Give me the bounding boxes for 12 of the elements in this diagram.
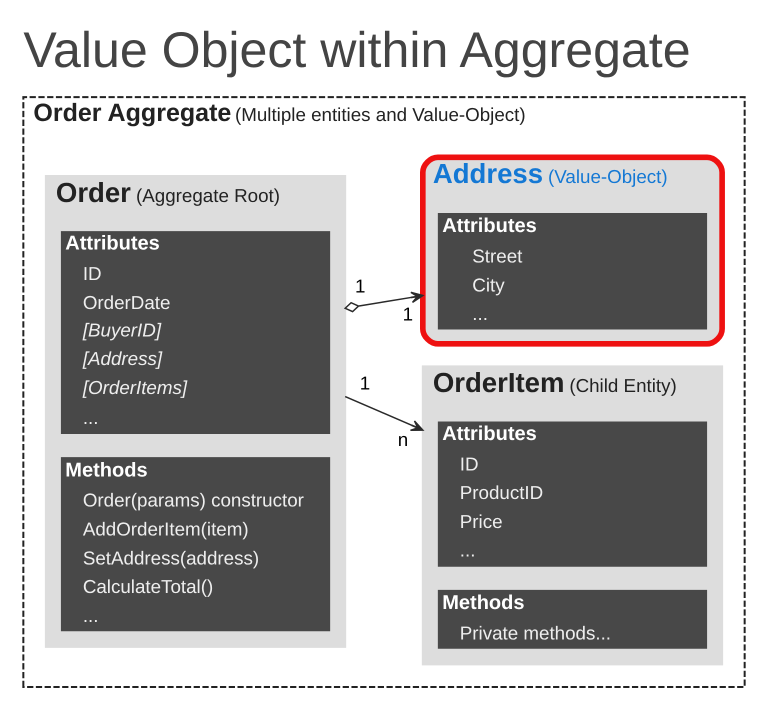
diagram-title: Value Object within Aggregate [23, 22, 691, 78]
node-box: Attributes ID ProductID Price ... [438, 422, 708, 567]
node-box: Attributes Street City ... [438, 212, 708, 330]
label: 1 [360, 372, 370, 394]
label: 1 [402, 303, 414, 324]
node-box: Methods Order(params) constructor AddOrderItem(item) SetAddress(address) CalculateTotal() ... [60, 457, 330, 632]
label: n [398, 429, 408, 450]
node-box: Methods Private methods... [438, 590, 708, 649]
arrow [344, 396, 424, 432]
arrow [344, 292, 424, 312]
node-box: Attributes ID OrderDate [BuyerID] [Address] [OrderItems] ... [60, 231, 330, 434]
label: 1 [355, 275, 366, 296]
